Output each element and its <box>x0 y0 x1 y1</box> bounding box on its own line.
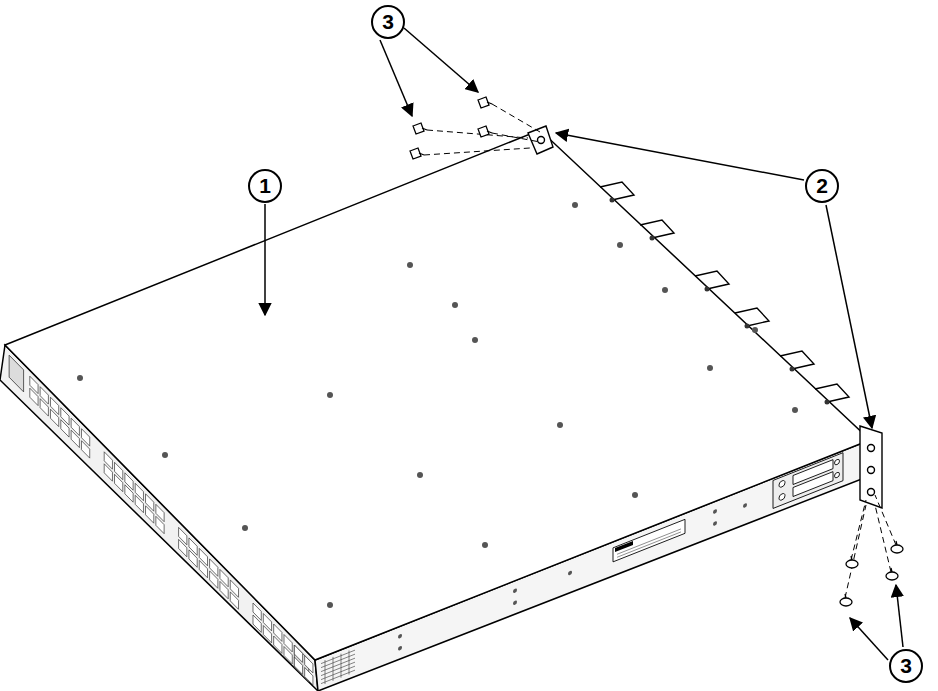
mounting-brackets <box>528 126 882 508</box>
network-port <box>104 464 112 481</box>
network-port <box>40 399 48 416</box>
callout-number: 2 <box>805 169 839 203</box>
network-port <box>220 581 228 598</box>
network-port <box>230 592 238 609</box>
network-port <box>189 550 197 567</box>
cable-loops <box>600 182 849 402</box>
network-port <box>135 495 143 512</box>
network-port <box>146 506 154 523</box>
network-port <box>274 636 282 653</box>
callout-number: 1 <box>248 169 282 203</box>
callout-number: 3 <box>889 649 923 683</box>
screws <box>410 97 903 606</box>
loop-screws <box>610 198 830 405</box>
top-screws <box>77 202 798 608</box>
network-port <box>50 409 58 426</box>
guide-lines <box>424 104 896 598</box>
network-port <box>125 485 133 502</box>
network-port <box>30 388 38 405</box>
network-port <box>115 474 123 491</box>
network-port <box>179 539 187 556</box>
network-port <box>156 516 164 533</box>
network-port <box>263 626 271 643</box>
network-port <box>199 560 207 577</box>
top-face <box>5 130 870 660</box>
network-port <box>305 668 313 685</box>
network-port <box>61 420 69 437</box>
network-port <box>294 657 302 674</box>
network-port <box>284 647 292 664</box>
network-port <box>71 430 79 447</box>
network-port <box>210 571 218 588</box>
network-port <box>81 441 89 458</box>
callout-number: 3 <box>371 5 405 39</box>
network-port <box>253 615 261 632</box>
leader-arrows <box>265 28 903 660</box>
